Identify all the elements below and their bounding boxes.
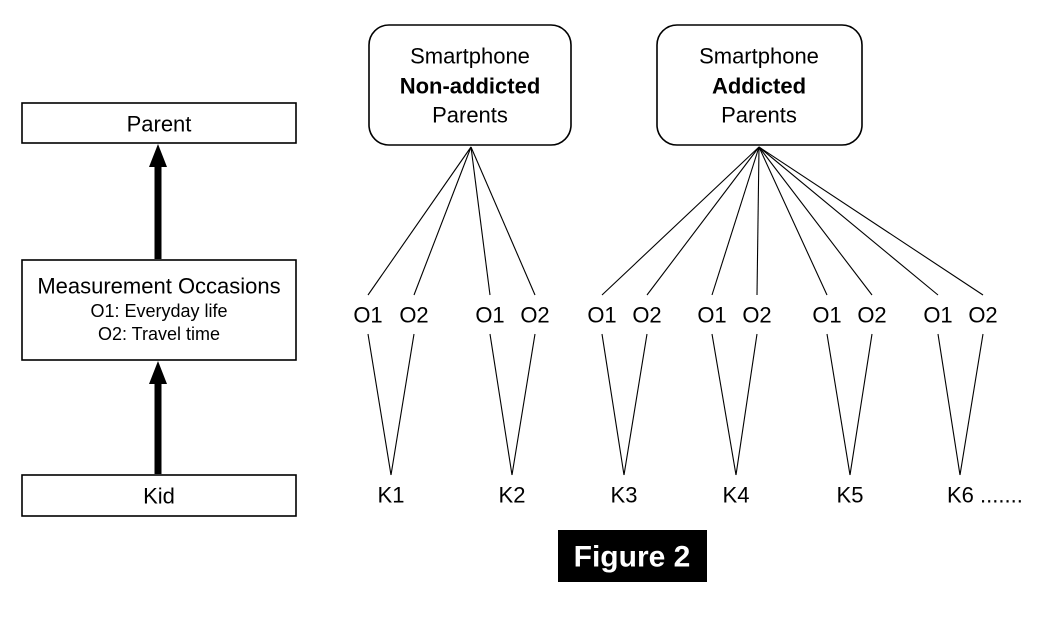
- group-box-addicted: [656, 24, 863, 146]
- group-label-line3: Parents: [432, 103, 508, 128]
- occasion-label: O2: [632, 303, 661, 328]
- kid-label: K2: [499, 483, 526, 508]
- group-label-line1: Smartphone: [410, 44, 530, 69]
- fan-line: [758, 146, 939, 296]
- occasion-kid-line: [623, 333, 648, 476]
- kid-label: K5: [837, 483, 864, 508]
- group-box-non-addicted: [368, 24, 572, 146]
- fan-line: [470, 146, 491, 296]
- group-label-line2: Non-addicted: [400, 74, 541, 99]
- occasion-label: O2: [742, 303, 771, 328]
- kid-label: K1: [378, 483, 405, 508]
- fan-line: [758, 146, 873, 296]
- occasion-kid-line: [489, 333, 513, 476]
- occasion-kid-line: [601, 333, 625, 476]
- parent-box: [21, 102, 297, 144]
- occasion-kid-line: [959, 333, 984, 476]
- kid-label: K6 .......: [947, 483, 1023, 508]
- fan-line: [711, 146, 760, 296]
- occasion-label: O2: [520, 303, 549, 328]
- arrow-head-icon: [149, 144, 167, 167]
- fan-line: [758, 146, 984, 296]
- occasion-kid-line: [511, 333, 536, 476]
- occasion-kid-line: [826, 333, 851, 476]
- hierarchy-legend: Parent Measurement Occasions O1: Everyda…: [21, 102, 297, 517]
- figure-caption: Figure 2: [558, 530, 707, 582]
- group-label-line3: Parents: [721, 103, 797, 128]
- occasion-kid-line: [390, 333, 415, 476]
- occasion-label: O1: [587, 303, 616, 328]
- group-label-line1: Smartphone: [699, 44, 819, 69]
- kid-label: K3: [611, 483, 638, 508]
- occasion-kid-line: [849, 333, 873, 476]
- fan-line: [413, 146, 472, 296]
- occasion-label: O1: [353, 303, 382, 328]
- occasion-label: O1: [812, 303, 841, 328]
- measurement-occasions-title: Measurement Occasions: [37, 274, 280, 299]
- occasion-label: O1: [475, 303, 504, 328]
- arrow-head-icon: [149, 361, 167, 384]
- occasion-label: O1: [923, 303, 952, 328]
- kid-label: K4: [723, 483, 750, 508]
- occasion-label: O2: [399, 303, 428, 328]
- measurement-o2-label: O2: Travel time: [98, 324, 220, 344]
- occasion-label: O1: [697, 303, 726, 328]
- caption-label: Figure 2: [574, 541, 691, 574]
- kid-box: [21, 474, 297, 517]
- fan-line: [601, 146, 760, 296]
- measurement-o1-label: O1: Everyday life: [90, 301, 227, 321]
- occasion-label: O2: [857, 303, 886, 328]
- fan-line: [758, 146, 828, 296]
- fan-line: [367, 146, 472, 296]
- fan-line: [470, 146, 536, 296]
- tree-non-addicted-parents: Smartphone Non-addicted Parents O1 O2 O1…: [353, 24, 572, 508]
- occasion-kid-line: [367, 333, 392, 476]
- occasion-kid-line: [937, 333, 961, 476]
- caption-background: [558, 530, 707, 582]
- occasion-kid-line: [711, 333, 737, 476]
- kid-box-label: Kid: [143, 484, 175, 509]
- occasion-kid-line: [735, 333, 758, 476]
- arrow-occasions-to-parent: [149, 144, 167, 259]
- occasion-label: O2: [968, 303, 997, 328]
- measurement-occasions-box: [21, 259, 297, 361]
- fan-line: [646, 146, 760, 296]
- arrow-kid-to-occasions: [149, 361, 167, 474]
- parent-box-label: Parent: [127, 112, 192, 137]
- tree-addicted-parents: Smartphone Addicted Parents O1 O2 O1 O2 …: [587, 24, 1023, 508]
- group-label-line2: Addicted: [712, 74, 806, 99]
- fan-line: [756, 146, 760, 296]
